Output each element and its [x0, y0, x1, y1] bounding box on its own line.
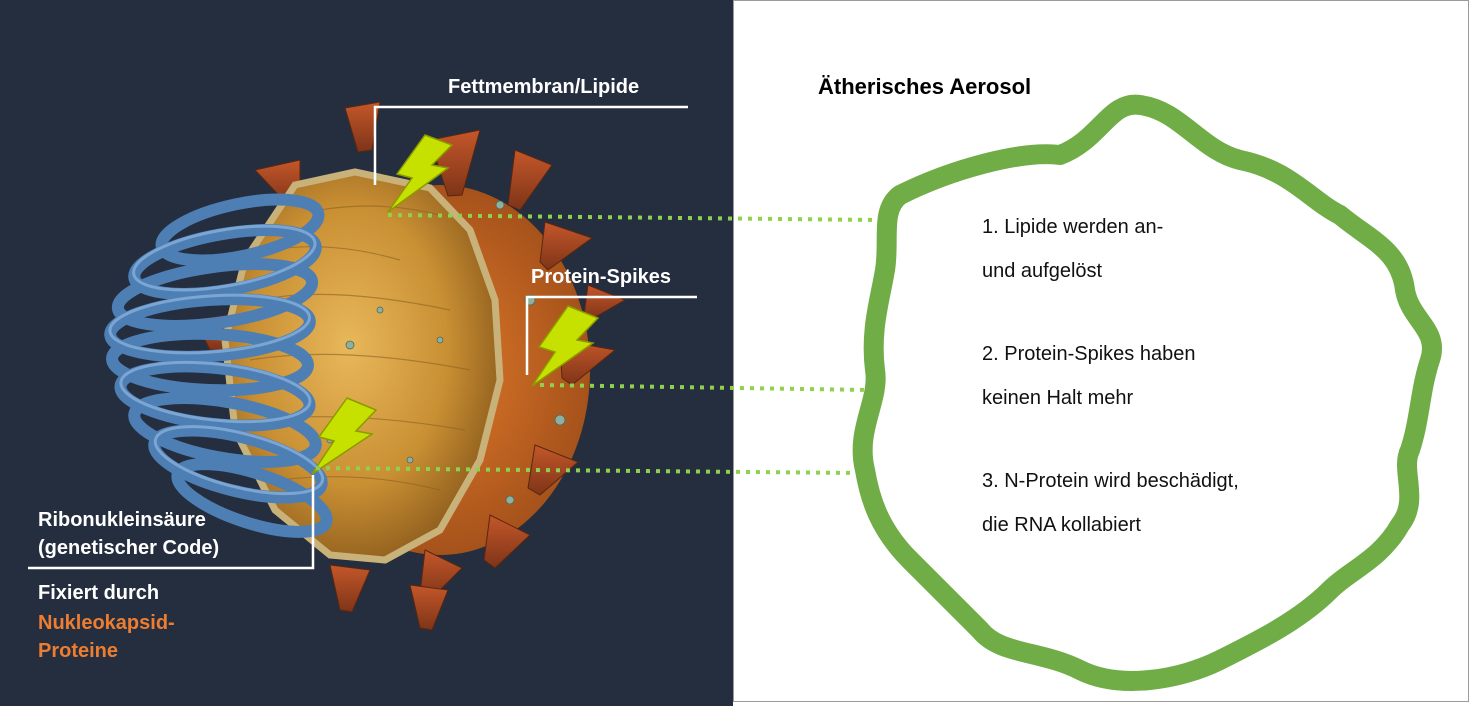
label-leader-lines — [28, 105, 697, 570]
step-2-line2: keinen Halt mehr — [982, 387, 1134, 409]
step-1-line1: 1. Lipide werden an- — [982, 216, 1164, 238]
label-protein-spikes: Protein-Spikes — [531, 266, 672, 288]
connector-lines — [315, 213, 881, 475]
label-lipid-membrane: Fettmembran/Lipide — [448, 76, 640, 98]
aerosol-step-1: 1. Lipide werden an- und aufgelöst — [982, 205, 1163, 293]
step-2-line1: 2. Protein-Spikes haben — [982, 343, 1196, 365]
lipid-leader — [373, 105, 688, 185]
label-rna-line1: Ribonukleinsäure — [38, 509, 206, 531]
aerosol-step-2: 2. Protein-Spikes haben keinen Halt mehr — [982, 332, 1195, 420]
aerosol-title: Ätherisches Aerosol — [818, 74, 1032, 99]
virus-illustration — [104, 101, 627, 631]
connector-lipids — [387, 213, 881, 222]
connector-rna — [315, 466, 859, 475]
step-3-line1: 3. N-Protein wird beschädigt, — [982, 470, 1239, 492]
membrane-particles — [296, 200, 566, 505]
label-fixed-by: Fixiert durch — [38, 582, 160, 604]
label-rna-line2: (genetischer Code) — [38, 537, 220, 559]
label-nucleocapsid-line2: Proteine — [38, 640, 119, 662]
lightning-icon-lipids — [387, 134, 454, 213]
protein-spikes — [194, 101, 627, 631]
aerosol-step-3: 3. N-Protein wird beschädigt, die RNA ko… — [982, 459, 1239, 547]
spikes-leader — [525, 295, 697, 375]
lightning-icon-rna — [311, 397, 378, 475]
rna-helix-highlight — [108, 224, 325, 496]
aerosol-outline — [852, 94, 1442, 691]
step-3-line2: die RNA kollabiert — [982, 514, 1141, 536]
lightning-bolts — [311, 134, 600, 475]
rna-leader — [28, 475, 315, 570]
step-1-line2: und aufgelöst — [982, 260, 1103, 282]
lightning-icon-spikes — [531, 305, 600, 387]
connector-spikes — [539, 383, 871, 392]
label-nucleocapsid-line1: Nukleokapsid- — [38, 612, 175, 634]
